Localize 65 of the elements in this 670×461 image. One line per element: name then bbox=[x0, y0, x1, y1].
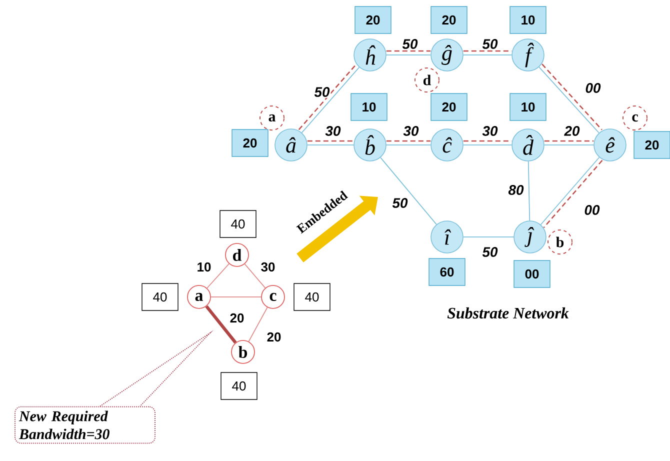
capacity-box: 40 bbox=[142, 283, 178, 311]
link-line bbox=[386, 54, 432, 56]
link-line bbox=[248, 307, 268, 342]
virtual-node: b bbox=[231, 340, 255, 364]
edge-label: 50 bbox=[401, 38, 419, 50]
link-line bbox=[386, 144, 432, 146]
link-line bbox=[462, 236, 514, 238]
link-line bbox=[386, 50, 431, 52]
virtual-node: c bbox=[261, 285, 285, 309]
substrate-node: ĥ bbox=[354, 38, 386, 72]
link-line bbox=[544, 144, 594, 146]
substrate-node: î bbox=[430, 220, 464, 254]
capacity-box: 00 bbox=[514, 260, 550, 288]
leader-line bbox=[100, 330, 214, 407]
edge-label: 30 bbox=[481, 125, 499, 137]
link-line bbox=[544, 140, 594, 142]
substrate-node: ĝ bbox=[430, 38, 464, 72]
capacity-box: 10 bbox=[510, 93, 546, 121]
link-line bbox=[380, 157, 437, 225]
capacity-box: 40 bbox=[294, 283, 330, 311]
substrate-node: f̂ bbox=[512, 38, 544, 72]
link-line bbox=[386, 140, 431, 142]
capacity-box: 20 bbox=[232, 129, 268, 157]
network-caption: Substrate Network bbox=[447, 307, 569, 319]
capacity-box: 20 bbox=[430, 93, 468, 121]
edge-label: 30 bbox=[324, 125, 342, 137]
capacity-box: 40 bbox=[220, 372, 258, 400]
edge-label: 50 bbox=[313, 86, 331, 98]
edge-label: 50 bbox=[481, 38, 499, 50]
link-line bbox=[210, 296, 262, 298]
substrate-node: ĵ bbox=[514, 220, 546, 254]
substrate-node: ĉ bbox=[430, 128, 464, 162]
capacity-box: 10 bbox=[510, 6, 546, 34]
edge-label: 50 bbox=[391, 197, 409, 209]
edge-label: 30 bbox=[260, 261, 276, 273]
edge-label: 10 bbox=[196, 261, 212, 273]
edge-label: 20 bbox=[228, 312, 246, 324]
capacity-box: 40 bbox=[220, 210, 256, 238]
substrate-node: â bbox=[274, 128, 308, 162]
edge-label: 20 bbox=[266, 331, 282, 343]
capacity-box: 20 bbox=[430, 6, 468, 34]
capacity-box: 10 bbox=[350, 93, 388, 121]
capacity-box: 20 bbox=[354, 6, 392, 34]
virtual-node: a bbox=[187, 285, 211, 309]
edge-label: 00 bbox=[584, 82, 602, 94]
link-line bbox=[528, 160, 530, 222]
callout-box: New Required Bandwidth=30 bbox=[14, 406, 156, 444]
link-line bbox=[307, 140, 354, 142]
substrate-node: ê bbox=[594, 128, 626, 162]
capacity-box: 60 bbox=[428, 258, 466, 286]
link-line bbox=[462, 54, 512, 56]
edge-label: 20 bbox=[563, 125, 581, 137]
substrate-node: b̂ bbox=[354, 128, 386, 162]
edge-label: 00 bbox=[583, 204, 601, 216]
link-line bbox=[462, 144, 512, 146]
link-line bbox=[206, 263, 230, 289]
virtual-node: d bbox=[225, 243, 249, 267]
edge-label: 50 bbox=[481, 246, 499, 258]
capacity-box: 20 bbox=[634, 131, 670, 159]
edge-label: 80 bbox=[507, 184, 525, 196]
link-line bbox=[306, 144, 354, 146]
link-line bbox=[244, 264, 266, 288]
edge-label: 30 bbox=[402, 125, 420, 137]
link-line bbox=[205, 305, 237, 344]
substrate-node: d̂ bbox=[512, 128, 544, 162]
